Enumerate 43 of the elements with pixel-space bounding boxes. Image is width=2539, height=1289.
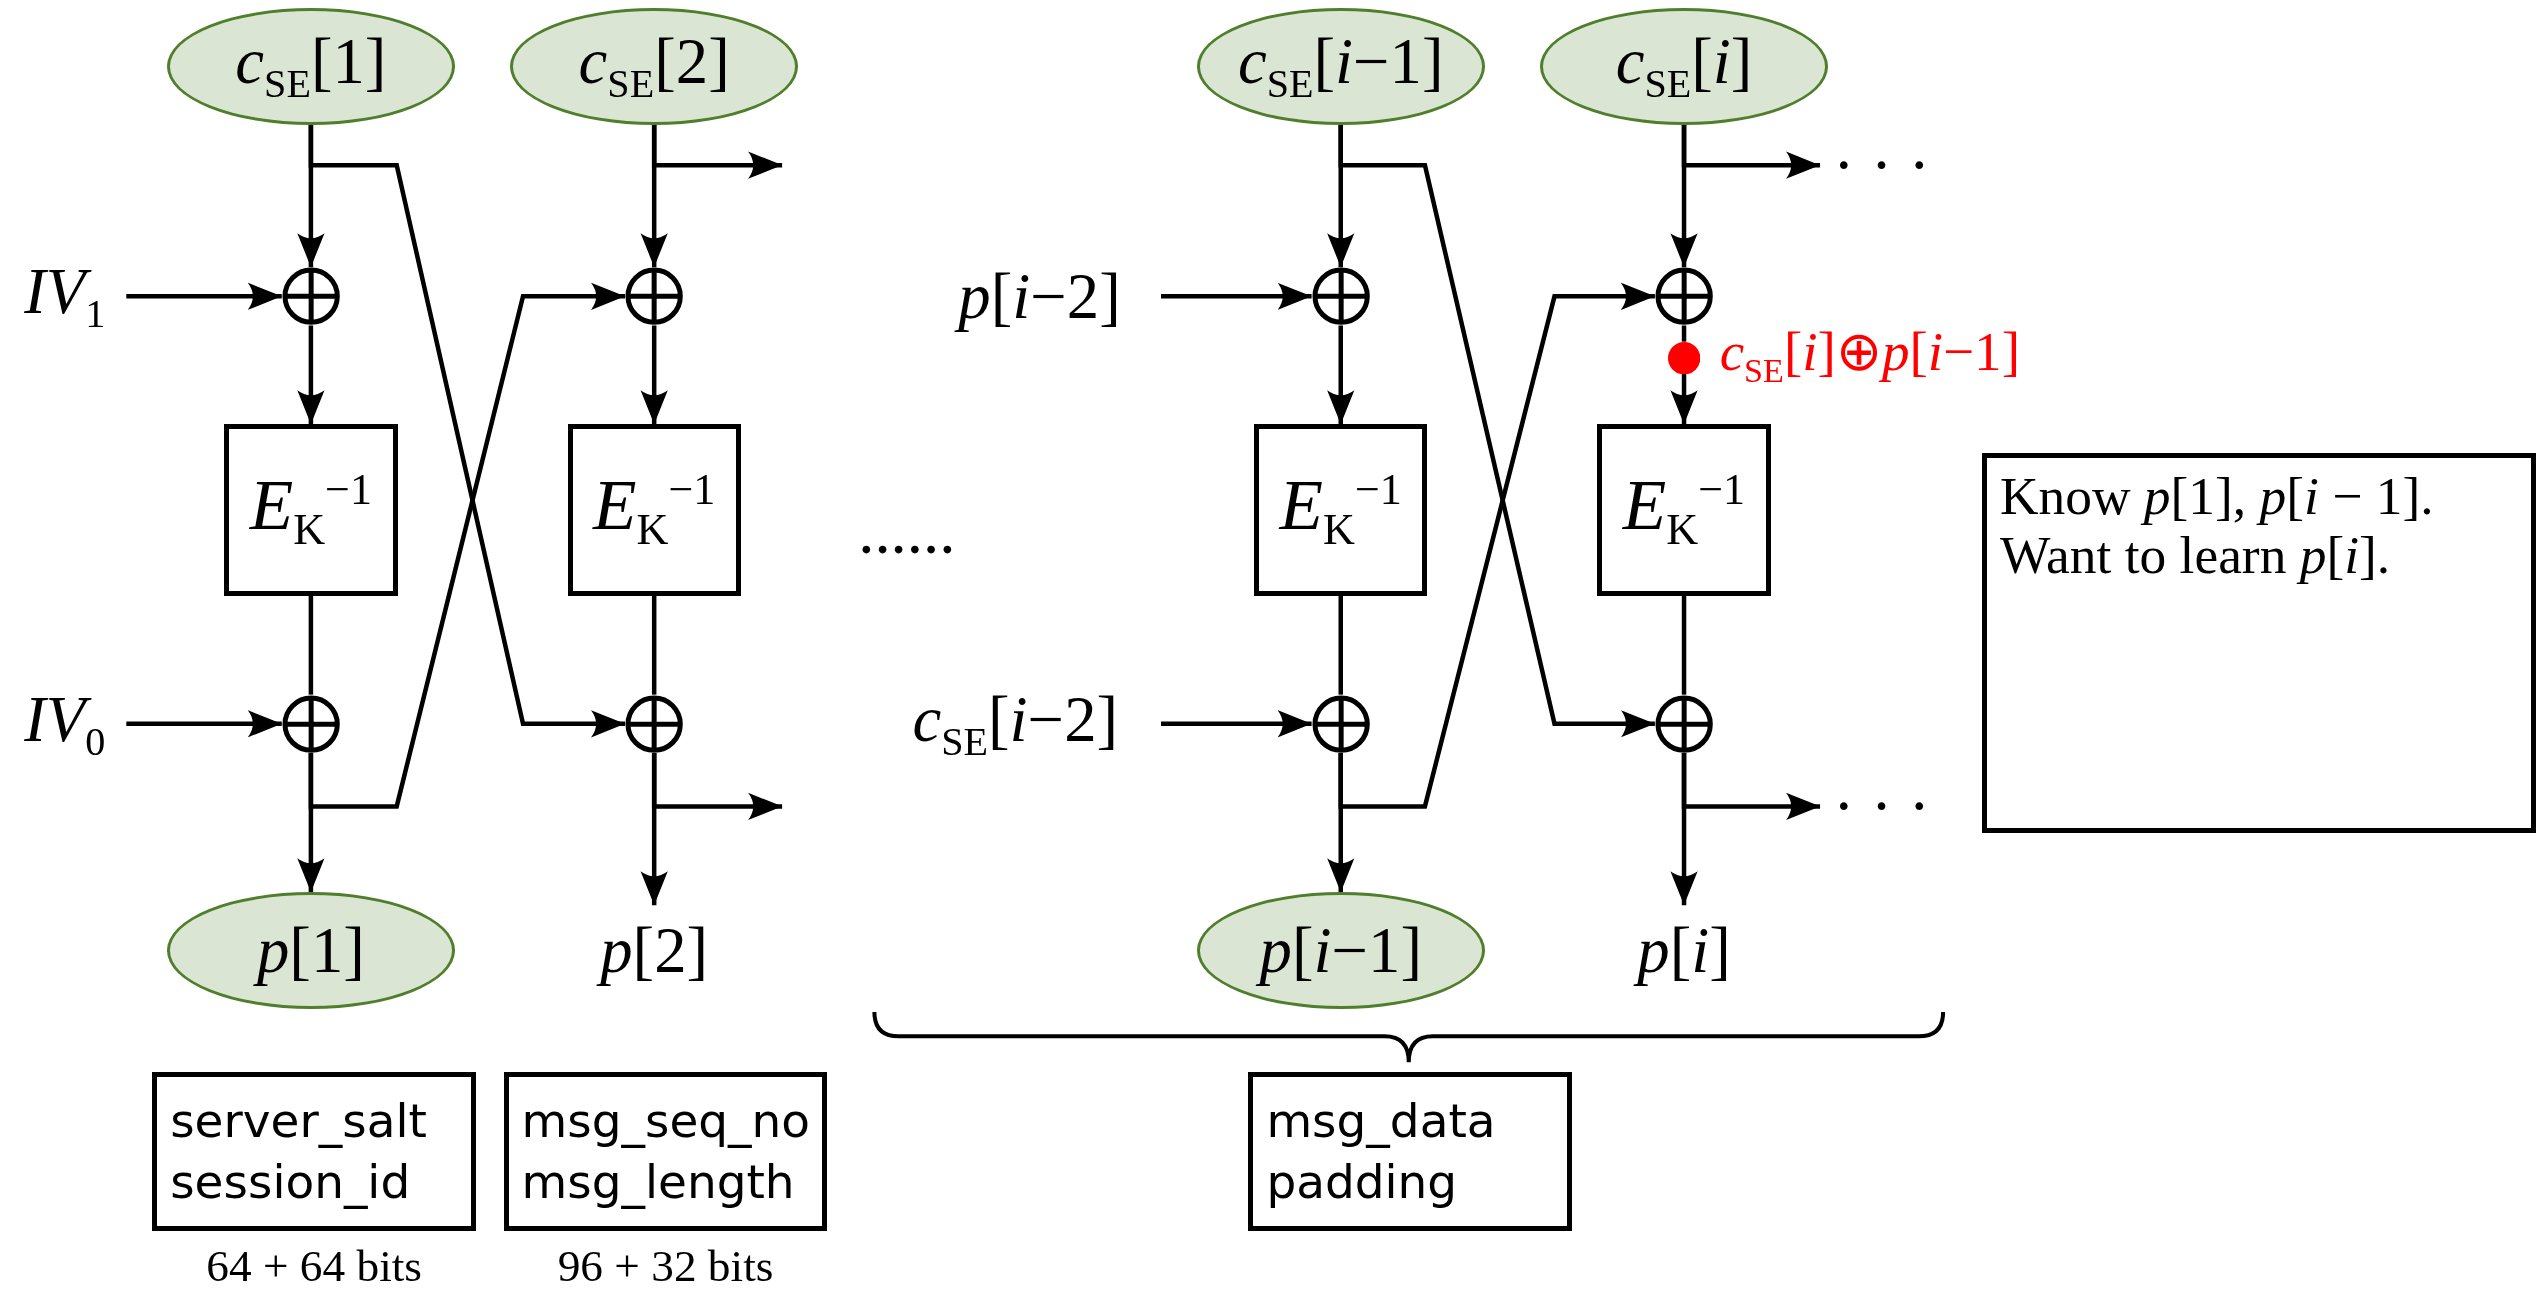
value-annotation: c$_{SE}$[i]⊕p[i−1]	[1719, 319, 2020, 390]
xor-symbol	[1654, 694, 1714, 753]
field-name: session_id	[170, 1153, 411, 1212]
field-box	[1248, 1071, 1573, 1231]
math-label: · · ·	[1833, 129, 1931, 201]
math-label: · · ·	[1833, 770, 1931, 842]
xor-symbol	[625, 267, 684, 326]
math-label: c$_{SE}$[i]	[1615, 26, 1753, 107]
field-box	[152, 1071, 477, 1231]
ellipsis-label: ......	[858, 494, 956, 570]
xor-symbol	[1654, 267, 1714, 326]
bit-size-caption: 96 + 32 bits	[557, 1240, 774, 1289]
field-name: server_salt	[170, 1092, 427, 1151]
xor-symbol	[1311, 267, 1370, 326]
marker-dot	[1667, 341, 1701, 375]
math-label: c$_{SE}$[i−1]	[1237, 26, 1444, 107]
math-label: c$_{SE}$[1]	[235, 26, 387, 107]
decryption-block	[224, 424, 398, 596]
math-label: IV$_{0}$	[24, 683, 106, 764]
field-name: msg_length	[521, 1153, 795, 1212]
decryption-block	[1254, 424, 1428, 596]
connector-line	[1338, 595, 1343, 695]
connector-line	[308, 595, 314, 695]
bit-size-caption: 64 + 64 bits	[206, 1240, 422, 1289]
field-name: msg_data	[1266, 1092, 1496, 1151]
math-label: c$_{SE}$[i−2]	[912, 683, 1119, 764]
field-name: padding	[1266, 1153, 1458, 1212]
connector-line	[1681, 595, 1687, 695]
field-box	[503, 1071, 828, 1231]
xor-symbol	[281, 694, 341, 753]
note-box	[1981, 452, 2536, 834]
connector-line	[1681, 325, 1687, 342]
math-label: c$_{SE}$[2]	[578, 26, 730, 107]
xor-symbol	[1311, 694, 1370, 753]
xor-symbol	[281, 267, 341, 326]
connector-line	[651, 595, 657, 695]
decryption-block	[567, 424, 741, 596]
note-text: Know p[1], p[i − 1].	[1999, 467, 2434, 527]
field-name: msg_seq_no	[521, 1092, 811, 1151]
xor-symbol	[625, 694, 684, 753]
note-text: Want to learn p[i].	[1999, 526, 2391, 585]
math-label: IV$_{1}$	[24, 256, 106, 337]
decryption-block	[1597, 424, 1771, 596]
